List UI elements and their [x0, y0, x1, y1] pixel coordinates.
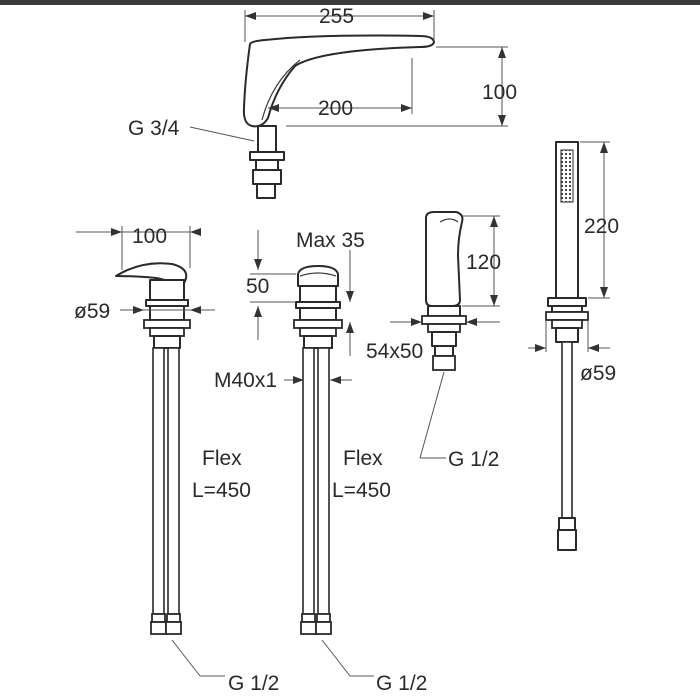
hand-shower-diameter-label: ø59 — [580, 362, 616, 385]
mixer-connection-label: G 1/2 — [228, 672, 279, 695]
diverter-thread-label: M40x1 — [214, 369, 277, 392]
hand-shower-drawing — [528, 141, 610, 551]
diverter-max-label: Max 35 — [296, 229, 365, 252]
mixer-hose-a — [152, 347, 165, 615]
diverter-hose-b — [317, 347, 330, 615]
mixer-width-label: 100 — [132, 225, 167, 248]
spout-drawing — [189, 10, 508, 199]
spout-nut — [249, 151, 285, 161]
spout-length-label: 255 — [319, 5, 354, 28]
holder-body — [425, 211, 464, 307]
mixer-diameter-label: ø59 — [74, 300, 110, 323]
spout-height-label: 100 — [482, 81, 517, 104]
mixer-hose-label-1: Flex — [202, 447, 242, 470]
mixer-left-drawing — [76, 226, 225, 677]
mixer-hose-b — [167, 347, 180, 615]
diverter-hose-label-1: Flex — [343, 447, 383, 470]
spout-shank — [257, 125, 277, 153]
holder-connection-label: G 1/2 — [448, 448, 499, 471]
spout-thread-label: G 3/4 — [128, 117, 180, 140]
mixer-hose-label-2: L=450 — [192, 479, 251, 502]
mixer-body — [149, 279, 185, 301]
spout-body — [242, 34, 435, 128]
diverter-hose-a — [302, 347, 315, 615]
spout-reach-label: 200 — [318, 97, 353, 120]
diverter-hose-label-2: L=450 — [332, 479, 391, 502]
diverter-knob — [297, 265, 339, 287]
holder-drawing — [390, 211, 500, 459]
holder-base-label: 54x50 — [366, 340, 423, 363]
diverter-connection-label: G 1/2 — [376, 672, 427, 695]
holder-height-label: 120 — [466, 251, 501, 274]
diverter-height-label: 50 — [246, 275, 269, 298]
top-border-bar — [0, 0, 700, 5]
diverter-drawing — [250, 230, 374, 677]
hand-shower-hose — [561, 341, 573, 519]
hand-shower-spray-face — [560, 149, 574, 203]
hand-shower-height-label: 220 — [584, 215, 619, 238]
